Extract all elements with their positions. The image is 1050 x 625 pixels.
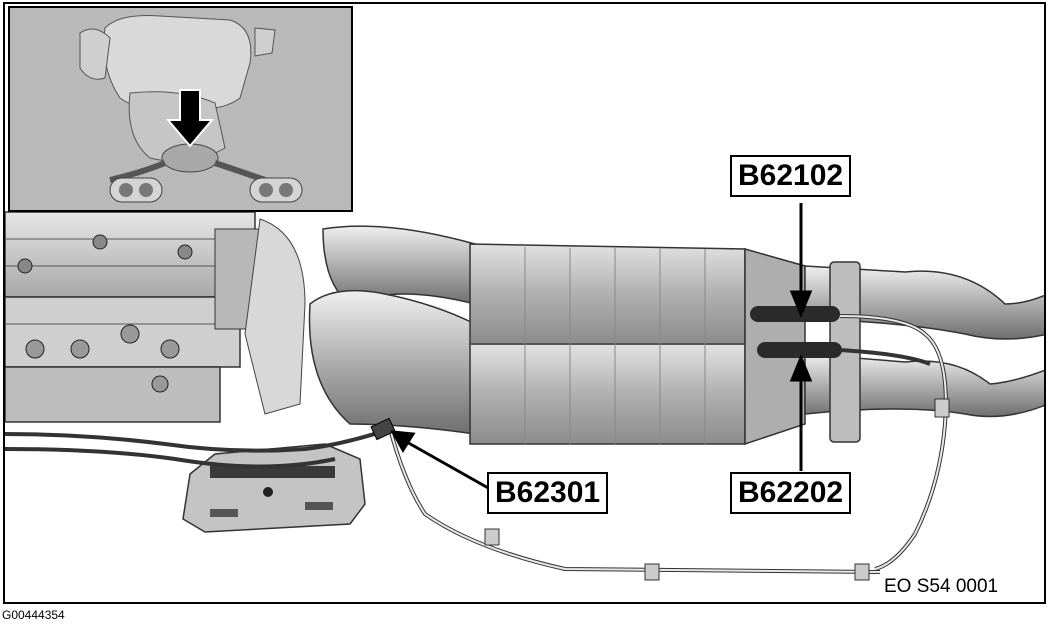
inset-overview [8,6,353,212]
mounting-bracket [182,443,366,533]
engine-block [5,211,306,423]
catalytic-converters [469,243,746,445]
location-arrow-icon [165,89,215,148]
leader-b62301 [404,439,491,491]
inlet-pipes [308,225,476,435]
callout-b62301: B62301 [487,472,609,514]
exhaust-drawing [5,203,1044,581]
callout-b62102: B62102 [730,155,852,197]
arrowhead-b62202 [789,354,813,382]
figure-id: G00444354 [2,608,65,622]
bracket-bolt [263,487,273,497]
arrowhead-b62301 [390,430,416,453]
reference-code: EO S54 0001 [884,576,999,597]
callout-b62202: B62202 [730,472,852,514]
inset-drawing [10,8,351,210]
bracket-rubber [210,466,335,478]
diagram-frame [3,2,1046,604]
sensor-b62301 [370,417,396,441]
sensor-body-lower [757,342,842,358]
arrowhead-b62102 [789,290,813,318]
sensor-body-upper [750,306,840,322]
